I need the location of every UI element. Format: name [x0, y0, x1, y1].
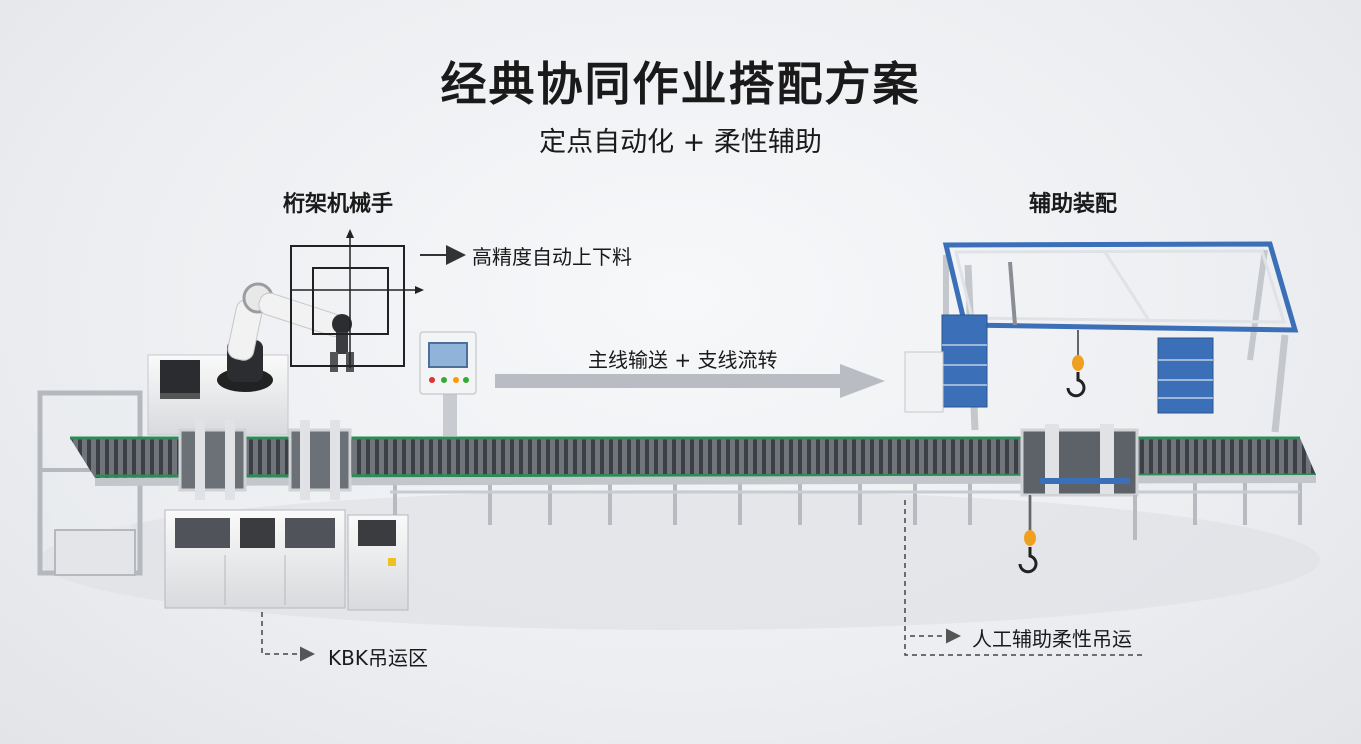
precision-target-icon [290, 229, 424, 368]
assist-assembly-label: 辅助装配 [1029, 192, 1118, 217]
robot-base-cabinet [147, 354, 289, 436]
flow-label: 主线输送 + 支线流转 [588, 348, 778, 372]
robot-arm [217, 282, 354, 392]
kbk-callout-line [261, 612, 315, 662]
assist-callout-line [904, 500, 1142, 656]
gantry-feature-label: 高精度自动上下料 [472, 245, 632, 269]
left-fixtures [178, 420, 352, 500]
flexible-lifting-label: 人工辅助柔性吊运 [972, 627, 1132, 651]
assembly-fixture [1020, 424, 1139, 540]
crane-hook-icon [1066, 330, 1086, 398]
gantry-crane-frame [942, 241, 1299, 433]
kbk-area-label: KBK吊运区 [328, 646, 428, 670]
main-flow-arrow [495, 364, 885, 398]
hmi-control-panel [419, 331, 477, 436]
tool-cabinets [904, 314, 1214, 414]
kbk-cabinets [164, 509, 409, 611]
diagram-title: 经典协同作业搭配方案 [440, 57, 921, 111]
lower-hook-icon [1018, 495, 1038, 574]
gantry-robot-label: 桁架机械手 [283, 192, 394, 217]
diagram-subtitle: 定点自动化 + 柔性辅助 [539, 127, 822, 158]
